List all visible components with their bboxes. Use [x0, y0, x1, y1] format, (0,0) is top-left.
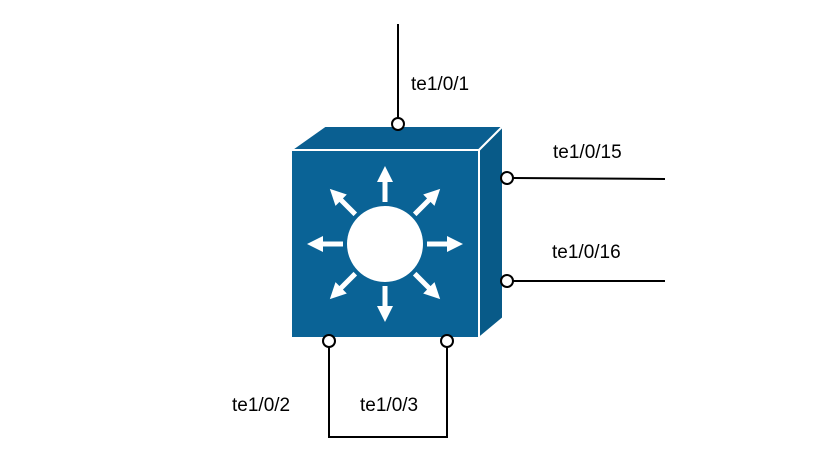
arrow-up-left-icon	[329, 188, 358, 217]
switch-center-circle	[347, 206, 423, 282]
arrow-down-right-icon	[412, 271, 441, 300]
port-te1-0-16[interactable]	[500, 274, 514, 288]
link-te1-0-2-to-te1-0-3	[328, 347, 448, 438]
arrow-left-icon	[307, 236, 343, 252]
switch-arrows	[307, 166, 463, 322]
arrow-up-right-icon	[412, 188, 441, 217]
port-label-te1-0-2: te1/0/2	[232, 395, 290, 416]
port-label-te1-0-15: te1/0/15	[553, 142, 622, 163]
port-label-te1-0-1: te1/0/1	[411, 74, 469, 95]
port-te1-0-2[interactable]	[322, 334, 336, 348]
arrow-up-icon	[377, 166, 393, 202]
link-te1-0-15	[512, 177, 666, 180]
port-te1-0-3[interactable]	[440, 334, 454, 348]
arrow-right-icon	[427, 236, 463, 252]
port-label-te1-0-16: te1/0/16	[552, 242, 621, 263]
switch-side-face	[478, 123, 504, 341]
layer3-switch-icon	[287, 123, 506, 341]
port-te1-0-15[interactable]	[500, 171, 514, 185]
arrow-down-icon	[377, 286, 393, 322]
port-label-te1-0-3: te1/0/3	[360, 395, 418, 416]
port-te1-0-1[interactable]	[391, 117, 405, 131]
arrow-down-left-icon	[329, 271, 358, 300]
